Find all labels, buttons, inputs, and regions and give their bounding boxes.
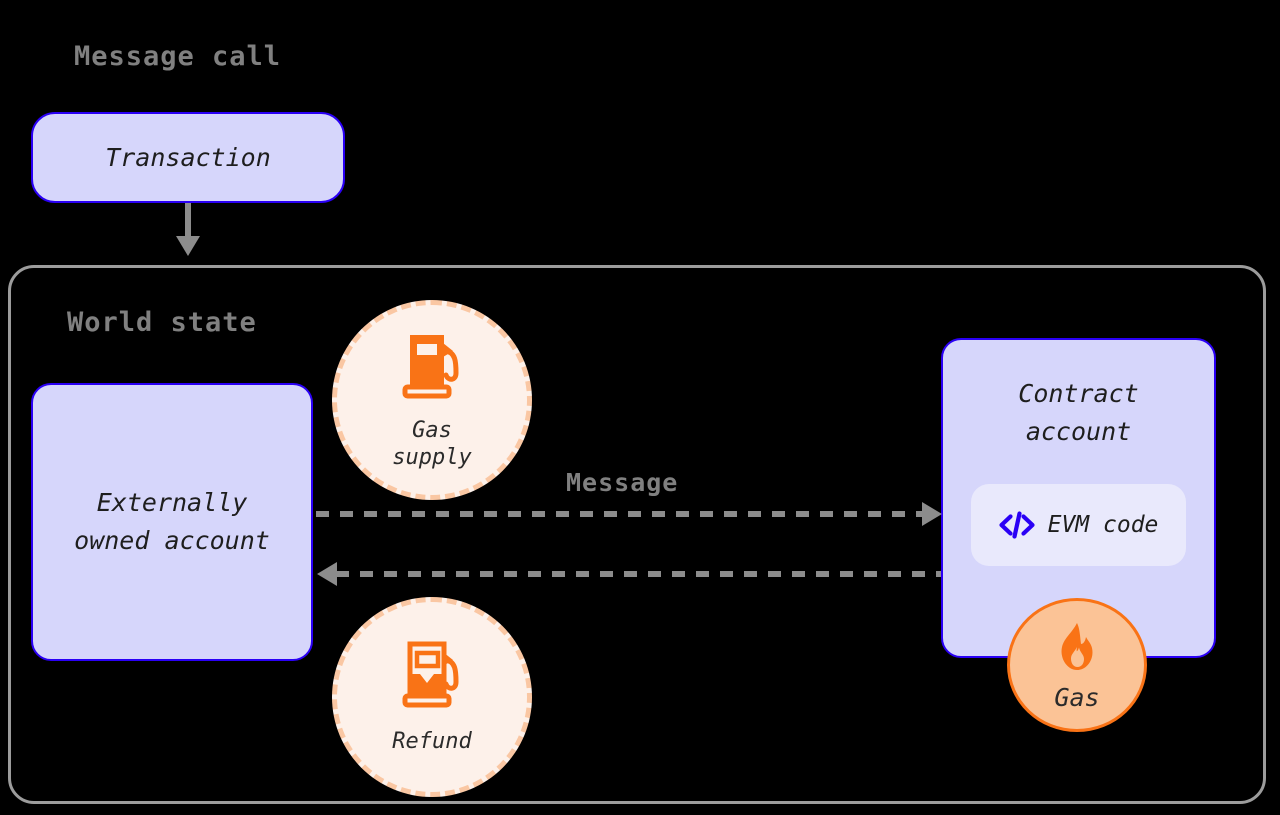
transaction-node[interactable]: Transaction	[31, 112, 345, 203]
refund-label: Refund	[392, 729, 472, 755]
gas-pump-partial-icon	[394, 638, 470, 718]
flame-icon	[1048, 619, 1106, 681]
world-state-heading: World state	[67, 307, 257, 338]
externally-owned-account-node[interactable]: Externally owned account	[31, 383, 313, 661]
contract-account-label: Contract account	[1018, 379, 1139, 446]
message-connection-label: Message	[566, 468, 679, 497]
message-call-heading: Message call	[74, 41, 282, 72]
gas-badge-label: Gas	[1054, 682, 1100, 712]
world-state-container	[8, 265, 1266, 804]
gas-supply-label: Gas supply	[392, 417, 472, 471]
evm-code-label: EVM code	[1047, 512, 1159, 538]
refund-badge: Refund	[332, 597, 532, 797]
gas-badge: Gas	[1007, 598, 1147, 732]
evm-code-chip[interactable]: EVM code	[971, 484, 1186, 566]
externally-owned-account-label: Externally owned account	[74, 488, 270, 555]
gas-pump-full-icon	[394, 329, 470, 409]
arrow-transaction-to-world-state	[176, 203, 200, 256]
code-brackets-icon	[999, 510, 1035, 540]
transaction-label: Transaction	[105, 142, 271, 172]
gas-supply-badge: Gas supply	[332, 300, 532, 500]
